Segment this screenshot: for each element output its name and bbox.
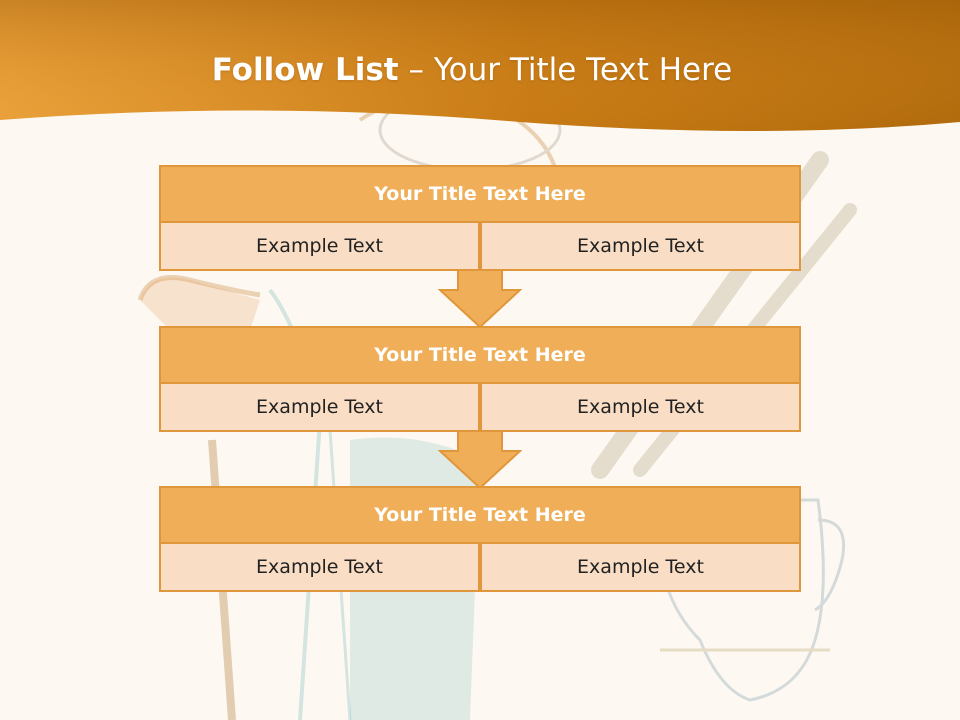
list-block: Your Title Text Here Example Text Exampl…	[159, 326, 801, 432]
title-bold: Follow List	[211, 52, 399, 88]
block-cell-right[interactable]: Example Text	[480, 382, 801, 432]
block-cell-left[interactable]: Example Text	[159, 221, 480, 271]
block-cell-right[interactable]: Example Text	[480, 221, 801, 271]
list-block: Your Title Text Here Example Text Exampl…	[159, 486, 801, 592]
down-arrow-icon	[438, 270, 522, 328]
title-banner	[0, 0, 960, 131]
title-rest: – Your Title Text Here	[398, 52, 733, 88]
block-cell-left[interactable]: Example Text	[159, 542, 480, 592]
down-arrow-icon	[438, 431, 522, 489]
block-title[interactable]: Your Title Text Here	[159, 326, 801, 384]
block-title[interactable]: Your Title Text Here	[159, 486, 801, 544]
block-cell-left[interactable]: Example Text	[159, 382, 480, 432]
block-title[interactable]: Your Title Text Here	[159, 165, 801, 223]
list-block: Your Title Text Here Example Text Exampl…	[159, 165, 801, 271]
block-cell-right[interactable]: Example Text	[480, 542, 801, 592]
slide-title: Follow List – Your Title Text Here	[0, 52, 944, 88]
